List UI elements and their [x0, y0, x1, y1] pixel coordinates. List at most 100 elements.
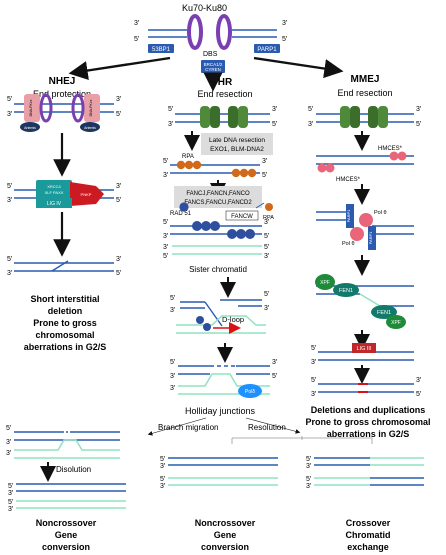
- svg-text:5′: 5′: [116, 197, 122, 204]
- svg-text:5′: 5′: [168, 106, 174, 113]
- mmej-title: MMEJ: [351, 74, 380, 85]
- mmej-panel: MMEJ End resection 5′ 3′ 3′ 5′ HMCES* HM…: [305, 74, 430, 439]
- svg-text:Artemis: Artemis: [24, 126, 36, 130]
- svg-text:XPF: XPF: [391, 320, 401, 326]
- svg-text:3′: 3′: [308, 121, 314, 128]
- svg-text:3′: 3′: [7, 270, 13, 277]
- svg-text:5′: 5′: [272, 373, 278, 380]
- svg-text:5′: 5′: [264, 233, 270, 240]
- middle-outcome-1: Noncrossover: [195, 518, 256, 528]
- svg-text:Prone to gross: Prone to gross: [33, 318, 97, 328]
- svg-text:Polδ: Polδ: [245, 389, 255, 395]
- svg-text:5′: 5′: [160, 456, 166, 463]
- svg-text:5′: 5′: [416, 391, 422, 398]
- svg-text:3′: 3′: [168, 121, 174, 128]
- rad51-label: RAD 51: [170, 211, 192, 217]
- svg-text:PARP1: PARP1: [346, 209, 351, 223]
- svg-text:5′: 5′: [311, 345, 317, 352]
- svg-text:chromosomal: chromosomal: [35, 330, 94, 340]
- svg-text:Prone to gross chromosomal: Prone to gross chromosomal: [305, 417, 430, 427]
- nhej-subtitle: End protection: [33, 89, 91, 99]
- svg-text:5′: 5′: [264, 244, 270, 251]
- svg-text:Chromatid: Chromatid: [346, 530, 391, 540]
- late-resection-1: Late DNA resection: [209, 137, 265, 144]
- svg-text:5′: 5′: [170, 295, 176, 302]
- svg-text:3′: 3′: [7, 197, 13, 204]
- svg-text:3′: 3′: [160, 463, 166, 470]
- svg-text:5′: 5′: [7, 256, 13, 263]
- hmces-b: HMCES*: [336, 177, 361, 183]
- badge-parp1: PARP1: [257, 47, 277, 53]
- mmej-subtitle: End resection: [337, 88, 392, 98]
- svg-text:5′: 5′: [7, 183, 13, 190]
- hmces-a: HMCES*: [378, 146, 403, 152]
- svg-text:3′: 3′: [264, 219, 270, 226]
- svg-text:FANCS,FANCU,FANCD2: FANCS,FANCU,FANCD2: [184, 200, 252, 206]
- svg-text:XLF PAXX: XLF PAXX: [45, 190, 64, 195]
- svg-text:5′: 5′: [160, 476, 166, 483]
- svg-text:Gene: Gene: [55, 530, 78, 540]
- left-products: 5′ 3′ 5′ 3′: [8, 483, 126, 513]
- svg-text:conversion: conversion: [42, 542, 90, 552]
- svg-text:FEN1: FEN1: [339, 288, 353, 294]
- svg-text:3′: 3′: [116, 256, 122, 263]
- svg-text:3′: 3′: [116, 183, 122, 190]
- hr-panel: HR End resection 5′ 3′ 3′ 5′ Late DNA re…: [147, 77, 373, 444]
- svg-text:DNA-PKcs: DNA-PKcs: [29, 99, 33, 116]
- svg-text:3′: 3′: [170, 373, 176, 380]
- svg-text:3′: 3′: [170, 385, 176, 392]
- svg-text:XPF: XPF: [320, 280, 330, 286]
- svg-text:CYREN: CYREN: [205, 67, 221, 72]
- svg-text:3′: 3′: [163, 172, 169, 179]
- svg-text:conversion: conversion: [201, 542, 249, 552]
- dloop-label: D-loop: [222, 315, 244, 324]
- svg-text:FANCW: FANCW: [231, 214, 253, 220]
- svg-text:5′: 5′: [8, 499, 14, 506]
- left-outcome-1: Noncrossover: [36, 518, 97, 528]
- middle-products: 5′ 3′ 5′ 3′: [160, 456, 278, 490]
- svg-text:3′: 3′: [262, 158, 268, 165]
- svg-text:FEN1: FEN1: [377, 310, 391, 316]
- svg-text:LIG IV: LIG IV: [47, 201, 62, 207]
- svg-text:DNA-PKcs: DNA-PKcs: [89, 99, 93, 116]
- svg-text:5′: 5′: [272, 121, 278, 128]
- resolution-label: Resolution: [248, 423, 286, 432]
- svg-text:PARP1: PARP1: [368, 231, 373, 245]
- holliday-label: Holliday junctions: [185, 406, 256, 416]
- svg-text:exchange: exchange: [347, 542, 389, 552]
- svg-text:3′: 3′: [272, 359, 278, 366]
- svg-text:3′: 3′: [116, 96, 122, 103]
- svg-text:5′: 5′: [8, 483, 14, 490]
- sister-chromatid-label: Sister chromatid: [189, 265, 247, 274]
- svg-text:3′: 3′: [170, 307, 176, 314]
- ku-label: Ku70-Ku80: [182, 3, 227, 13]
- svg-text:aberrations in G2/S: aberrations in G2/S: [327, 429, 410, 439]
- nhej-panel: NHEJ End protection DNA-PKcs DNA-PKcs Ar…: [7, 76, 122, 352]
- badge-brca: BRCA1/2: [204, 62, 223, 67]
- svg-text:3′: 3′: [8, 506, 14, 513]
- svg-text:5′: 5′: [7, 96, 13, 103]
- svg-text:3′: 3′: [160, 483, 166, 490]
- svg-text:3′: 3′: [311, 359, 317, 366]
- svg-text:LIG III: LIG III: [357, 346, 372, 352]
- bottom-outcomes: 5′ 3′ 3′ Disolution 5′ 3′ 5′ 3′ 5′ 3′ 5′…: [6, 425, 424, 552]
- svg-text:5′: 5′: [416, 121, 422, 128]
- right-products: 5′ 3′ 5′ 3′: [306, 456, 424, 490]
- svg-text:5′: 5′: [163, 219, 169, 226]
- end-5: 3′: [134, 20, 140, 27]
- mmej-outcome-1: Deletions and duplications: [311, 405, 426, 415]
- svg-text:Gene: Gene: [214, 530, 237, 540]
- svg-text:5′: 5′: [306, 456, 312, 463]
- svg-text:5′: 5′: [116, 270, 122, 277]
- dbs-label: DBS: [203, 51, 218, 58]
- svg-text:3′: 3′: [272, 106, 278, 113]
- svg-text:5′: 5′: [306, 476, 312, 483]
- top-dbs-panel: Ku70-Ku80 3′ 3′ 5′ 5′ DBS 53BP1 BRCA1/2 …: [68, 3, 344, 92]
- svg-text:3′: 3′: [311, 391, 317, 398]
- svg-text:XRCC4: XRCC4: [47, 184, 61, 189]
- svg-text:3′: 3′: [264, 253, 270, 260]
- svg-text:Artemis: Artemis: [84, 126, 96, 130]
- hr-subtitle: End resection: [197, 89, 252, 99]
- right-outcome-1: Crossover: [346, 518, 391, 528]
- nhej-title: NHEJ: [49, 76, 76, 87]
